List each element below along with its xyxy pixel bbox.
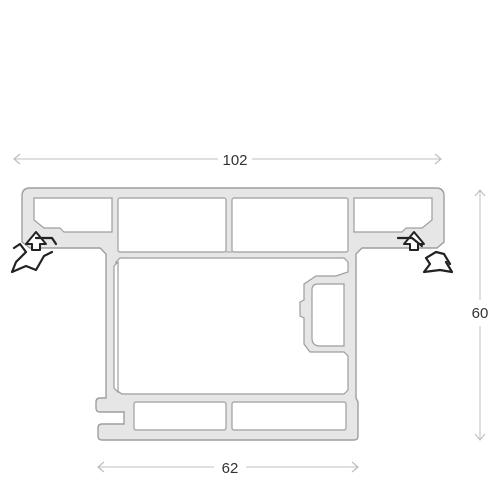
chamber-insert <box>311 283 345 347</box>
dimension-label-bottom-width: 62 <box>222 460 239 477</box>
groove-left <box>113 260 119 394</box>
chamber-main <box>115 257 349 395</box>
chamber-bottom-right <box>231 401 347 431</box>
profile-body <box>21 187 445 441</box>
dimension-label-height: 60 <box>472 305 489 322</box>
chamber-top-center-left <box>117 197 227 253</box>
dimension-width-102: 102 <box>13 152 442 169</box>
chamber-top-center-right <box>231 197 349 253</box>
dimension-height-60: 60 <box>472 189 489 441</box>
chamber-top-right <box>353 197 433 233</box>
dimension-bottom-width-62: 62 <box>97 460 359 477</box>
gasket-left-icon <box>10 231 58 274</box>
chamber-top-left <box>33 197 113 233</box>
gasket-right-icon <box>396 231 454 274</box>
chamber-bottom-left <box>133 401 227 431</box>
dimension-label-width: 102 <box>222 152 247 169</box>
